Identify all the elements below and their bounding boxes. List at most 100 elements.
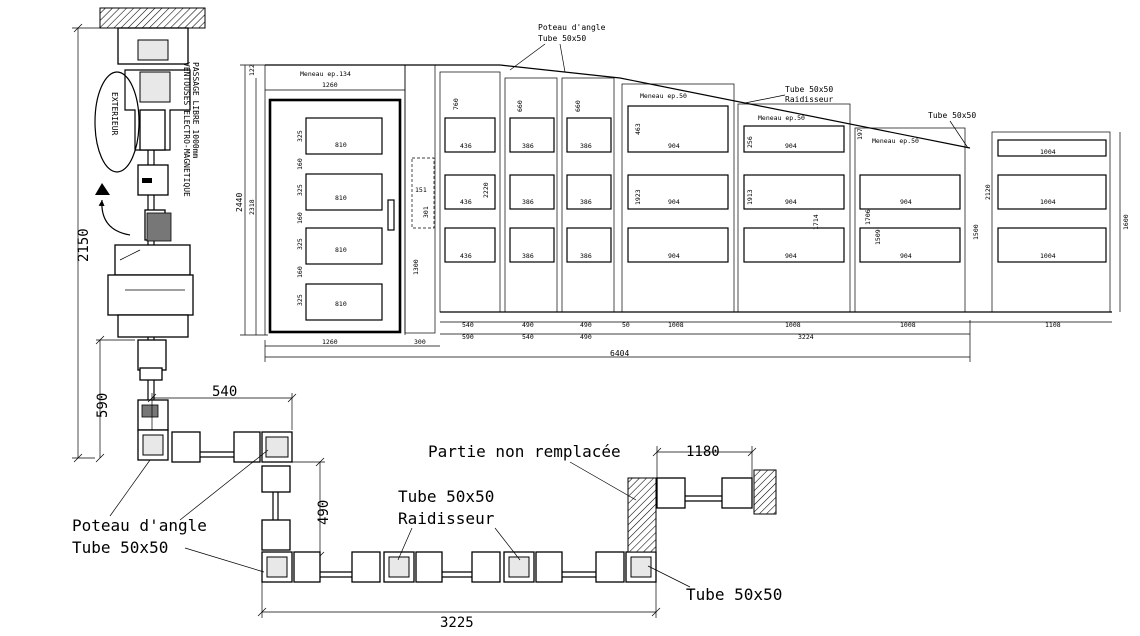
label-partie-non: Partie non remplacée xyxy=(428,442,621,461)
svg-text:301: 301 xyxy=(422,206,430,218)
elev-raid-line1: Tube 50x50 xyxy=(785,85,833,94)
exterior-label: EXTERIEUR xyxy=(110,92,119,136)
passage-note-line1: PASSAGE LIBRE 1000mm xyxy=(191,62,200,159)
dim-6404: 6404 xyxy=(610,349,629,358)
wall-non-replaced xyxy=(627,477,657,553)
svg-text:904: 904 xyxy=(900,198,912,206)
svg-text:197: 197 xyxy=(856,128,864,140)
dim-1260-bottom: 1260 xyxy=(322,338,338,346)
svg-text:1300: 1300 xyxy=(412,259,420,275)
dim-300: 300 xyxy=(414,338,426,346)
door-handle xyxy=(387,199,395,231)
svg-text:1600: 1600 xyxy=(1122,214,1130,230)
passage-note-line2: VENTOUSES ELECTRO-MAGNETIQUE xyxy=(182,62,191,197)
svg-text:Meneau ep.50: Meneau ep.50 xyxy=(640,92,687,100)
exterior-ellipse xyxy=(94,71,140,173)
elev-poteau-line2: Tube 50x50 xyxy=(538,34,586,43)
svg-text:590: 590 xyxy=(462,333,474,341)
svg-text:490: 490 xyxy=(522,321,534,329)
bay-6: Meneau ep.50 904 904 197 1706 1509 1500 … xyxy=(854,127,992,313)
label-tube-raid-2: Raidisseur xyxy=(398,509,495,528)
svg-text:540: 540 xyxy=(522,333,534,341)
dim-2440: 2440 xyxy=(235,193,244,212)
svg-text:386: 386 xyxy=(522,198,534,206)
bay-2: 386 386 386 660 xyxy=(504,77,558,313)
svg-text:1004: 1004 xyxy=(1040,148,1056,156)
dim-3225: 3225 xyxy=(440,615,474,631)
svg-text:1108: 1108 xyxy=(1045,321,1061,329)
svg-text:2120: 2120 xyxy=(984,184,992,200)
svg-text:325: 325 xyxy=(296,294,304,306)
label-tube-right: Tube 50x50 xyxy=(686,585,782,604)
label-poteau-angle: Poteau d'angle xyxy=(72,516,207,535)
svg-text:810: 810 xyxy=(335,194,347,202)
vertical-section: EXTERIEUR PASSAGE LIBRE 1000mm VENTOUSES… xyxy=(72,7,206,463)
svg-text:660: 660 xyxy=(574,100,582,112)
bay-5: Meneau ep.50 904 904 904 256 1913 1714 xyxy=(737,103,851,313)
elev-poteau-line1: Poteau d'angle xyxy=(538,23,606,32)
svg-text:3224: 3224 xyxy=(798,333,814,341)
dim-1260-top: 1260 xyxy=(322,81,338,89)
bay-1: 436 436 436 760 2220 xyxy=(439,71,501,313)
svg-text:904: 904 xyxy=(668,198,680,206)
wall-right xyxy=(753,469,777,515)
ceiling-wall xyxy=(99,7,206,29)
svg-text:904: 904 xyxy=(668,142,680,150)
svg-text:386: 386 xyxy=(522,252,534,260)
svg-text:325: 325 xyxy=(296,184,304,196)
dim-490: 490 xyxy=(316,500,332,525)
svg-text:386: 386 xyxy=(580,198,592,206)
door-leaf xyxy=(268,98,402,334)
svg-text:810: 810 xyxy=(335,246,347,254)
svg-text:436: 436 xyxy=(460,252,472,260)
svg-text:1500: 1500 xyxy=(972,224,980,240)
svg-text:760: 760 xyxy=(452,98,460,110)
svg-text:1008: 1008 xyxy=(785,321,801,329)
svg-text:490: 490 xyxy=(580,321,592,329)
magnetic-lock xyxy=(146,212,172,242)
svg-text:904: 904 xyxy=(668,252,680,260)
dim-540: 540 xyxy=(212,384,237,400)
dim-2318: 2318 xyxy=(248,199,256,215)
svg-text:1913: 1913 xyxy=(746,189,754,205)
bay-7: 1004 1004 1004 1600 xyxy=(991,131,1130,313)
elev-tube-far: Tube 50x50 xyxy=(928,111,976,120)
svg-text:Meneau ep.50: Meneau ep.50 xyxy=(872,137,919,145)
svg-text:160: 160 xyxy=(296,158,304,170)
svg-text:2220: 2220 xyxy=(482,182,490,198)
svg-text:160: 160 xyxy=(296,212,304,224)
label-tube-raid-1: Tube 50x50 xyxy=(398,487,494,506)
svg-text:1004: 1004 xyxy=(1040,252,1056,260)
svg-text:660: 660 xyxy=(516,100,524,112)
svg-text:1004: 1004 xyxy=(1040,198,1056,206)
svg-text:904: 904 xyxy=(785,252,797,260)
svg-text:325: 325 xyxy=(296,238,304,250)
svg-text:1714: 1714 xyxy=(812,214,820,230)
dim-1180: 1180 xyxy=(686,444,720,460)
bay-3: 386 386 386 660 xyxy=(561,77,615,313)
label-poteau-tube: Tube 50x50 xyxy=(72,538,168,557)
svg-text:810: 810 xyxy=(335,300,347,308)
svg-text:1509: 1509 xyxy=(874,229,882,245)
dim-122: 122 xyxy=(248,64,256,76)
svg-text:325: 325 xyxy=(296,130,304,142)
lock-box xyxy=(411,157,435,229)
svg-text:1008: 1008 xyxy=(668,321,684,329)
svg-text:1706: 1706 xyxy=(864,209,872,225)
svg-text:160: 160 xyxy=(296,266,304,278)
svg-text:463: 463 xyxy=(634,123,642,135)
elev-raid-line2: Raidisseur xyxy=(785,95,833,104)
svg-text:386: 386 xyxy=(522,142,534,150)
bay-4: Meneau ep.50 904 904 904 463 1923 xyxy=(621,83,735,313)
svg-text:904: 904 xyxy=(785,198,797,206)
door-panels: 810 810 810 810 325 325 325 325 160 160 … xyxy=(296,117,383,321)
svg-text:436: 436 xyxy=(460,142,472,150)
svg-text:1923: 1923 xyxy=(634,189,642,205)
svg-text:810: 810 xyxy=(335,141,347,149)
svg-text:436: 436 xyxy=(460,198,472,206)
svg-text:50: 50 xyxy=(622,321,630,329)
svg-text:Meneau ep.50: Meneau ep.50 xyxy=(758,114,805,122)
svg-text:1008: 1008 xyxy=(900,321,916,329)
svg-text:490: 490 xyxy=(580,333,592,341)
